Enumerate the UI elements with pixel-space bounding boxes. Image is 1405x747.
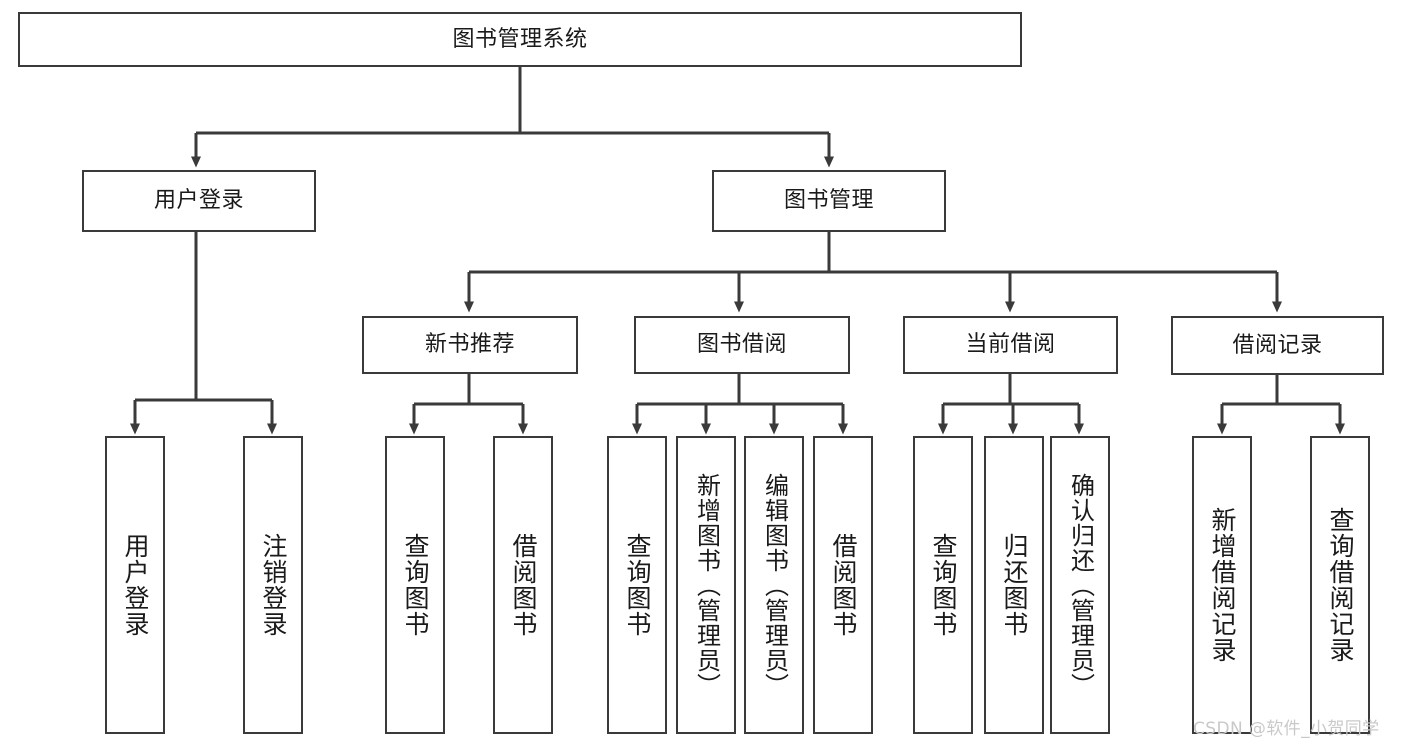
node-book-management-label: 图书管理 [783, 188, 874, 214]
leaf-query-borrow-record[interactable]: 查询借阅记录 [1310, 436, 1370, 734]
node-book-borrow-label: 图书借阅 [696, 332, 787, 358]
leaf-add-book-admin[interactable]: 新增图书（管理员） [676, 436, 736, 734]
leaf-return-book-label: 归还图书 [1000, 533, 1029, 637]
leaf-logout[interactable]: 注销登录 [243, 436, 303, 734]
leaf-confirm-return-admin-label: 确认归还（管理员） [1066, 472, 1095, 698]
node-borrow-records[interactable]: 借阅记录 [1171, 316, 1384, 375]
node-new-book-recommend[interactable]: 新书推荐 [362, 316, 578, 374]
leaf-user-login-label: 用户登录 [121, 533, 150, 637]
node-current-borrow[interactable]: 当前借阅 [903, 316, 1118, 374]
leaf-logout-label: 注销登录 [259, 533, 288, 637]
node-book-management[interactable]: 图书管理 [712, 170, 946, 232]
node-user-login-label: 用户登录 [153, 188, 244, 214]
leaf-edit-book-admin-label: 编辑图书（管理员） [760, 472, 789, 698]
leaf-borrow-book-recommend[interactable]: 借阅图书 [493, 436, 553, 734]
leaf-query-book-current-label: 查询图书 [929, 533, 958, 637]
leaf-return-book[interactable]: 归还图书 [984, 436, 1044, 734]
node-current-borrow-label: 当前借阅 [965, 332, 1056, 358]
leaf-edit-book-admin[interactable]: 编辑图书（管理员） [744, 436, 804, 734]
leaf-add-borrow-record[interactable]: 新增借阅记录 [1192, 436, 1252, 734]
node-root-label: 图书管理系统 [452, 26, 588, 52]
node-borrow-records-label: 借阅记录 [1232, 332, 1323, 358]
leaf-borrow-book-label: 借阅图书 [829, 533, 858, 637]
leaf-query-book-borrow[interactable]: 查询图书 [607, 436, 667, 734]
node-user-login[interactable]: 用户登录 [82, 170, 316, 232]
leaf-query-book-current[interactable]: 查询图书 [913, 436, 973, 734]
node-root[interactable]: 图书管理系统 [18, 12, 1022, 67]
leaf-query-book-borrow-label: 查询图书 [623, 533, 652, 637]
leaf-borrow-book-recommend-label: 借阅图书 [509, 533, 538, 637]
leaf-add-book-admin-label: 新增图书（管理员） [692, 472, 721, 698]
leaf-borrow-book[interactable]: 借阅图书 [813, 436, 873, 734]
leaf-confirm-return-admin[interactable]: 确认归还（管理员） [1050, 436, 1110, 734]
leaf-query-borrow-record-label: 查询借阅记录 [1326, 507, 1355, 663]
leaf-query-book-recommend-label: 查询图书 [401, 533, 430, 637]
leaf-query-book-recommend[interactable]: 查询图书 [385, 436, 445, 734]
leaf-user-login[interactable]: 用户登录 [105, 436, 165, 734]
watermark: CSDN @软件_小贺同学 [1193, 719, 1380, 739]
leaf-add-borrow-record-label: 新增借阅记录 [1208, 507, 1237, 663]
node-book-borrow[interactable]: 图书借阅 [634, 316, 850, 374]
node-new-book-recommend-label: 新书推荐 [424, 332, 515, 358]
